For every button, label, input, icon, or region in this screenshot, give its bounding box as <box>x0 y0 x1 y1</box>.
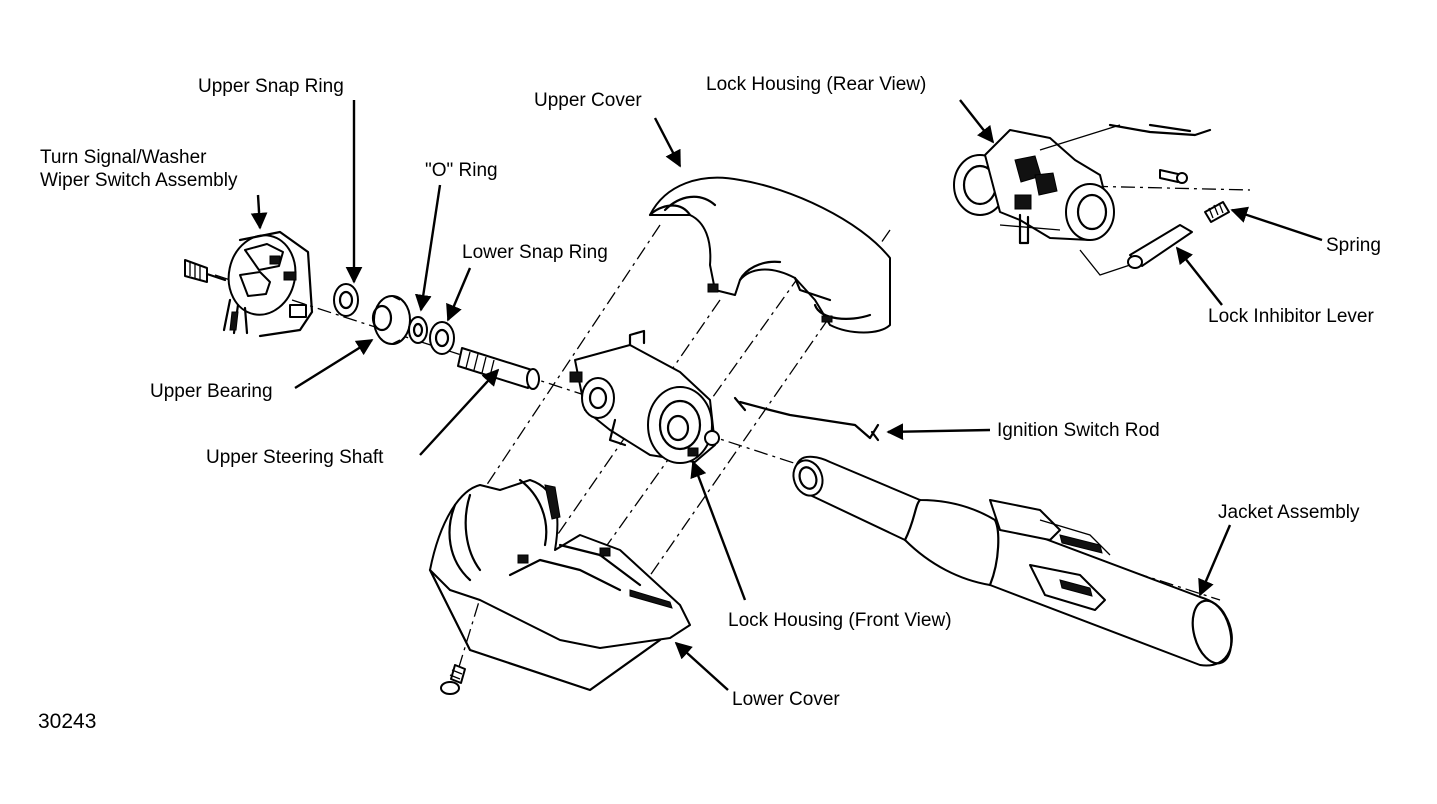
lower-cover-screw-part <box>440 664 466 695</box>
lock-housing-front-part <box>569 329 720 464</box>
lower-snap-ring-part <box>429 321 455 355</box>
label-o-ring: "O" Ring <box>425 160 498 181</box>
label-lower-cover: Lower Cover <box>732 689 840 710</box>
label-lock-housing-front: Lock Housing (Front View) <box>728 610 952 631</box>
label-upper-steering-shaft: Upper Steering Shaft <box>206 447 384 468</box>
upper-cover-part <box>648 176 891 334</box>
ignition-switch-rod-part <box>733 396 880 442</box>
lock-housing-rear-part <box>953 123 1230 276</box>
label-spring: Spring <box>1326 235 1381 256</box>
figure-number: 30243 <box>38 710 96 733</box>
turn-signal-switch-part <box>184 230 314 338</box>
snap-ring-part <box>333 283 359 317</box>
label-upper-bearing: Upper Bearing <box>150 381 273 402</box>
label-lock-inhibitor-lever: Lock Inhibitor Lever <box>1208 306 1374 327</box>
label-turn-signal-line1: Turn Signal/Washer <box>40 147 207 168</box>
lower-cover-part <box>428 478 691 692</box>
label-jacket-assembly: Jacket Assembly <box>1218 502 1360 523</box>
upper-steering-shaft-part <box>457 347 540 390</box>
label-upper-snap-ring: Upper Snap Ring <box>198 76 344 97</box>
jacket-assembly-part <box>792 455 1233 667</box>
leader-lines <box>250 99 1323 691</box>
upper-bearing-part <box>371 295 411 345</box>
label-ignition-switch-rod: Ignition Switch Rod <box>997 420 1160 441</box>
label-upper-cover: Upper Cover <box>534 90 642 111</box>
label-lower-snap-ring: Lower Snap Ring <box>462 242 608 263</box>
label-turn-signal-line2: Wiper Switch Assembly <box>40 170 238 191</box>
o-ring-part <box>408 316 428 344</box>
label-lock-housing-rear: Lock Housing (Rear View) <box>706 74 926 95</box>
